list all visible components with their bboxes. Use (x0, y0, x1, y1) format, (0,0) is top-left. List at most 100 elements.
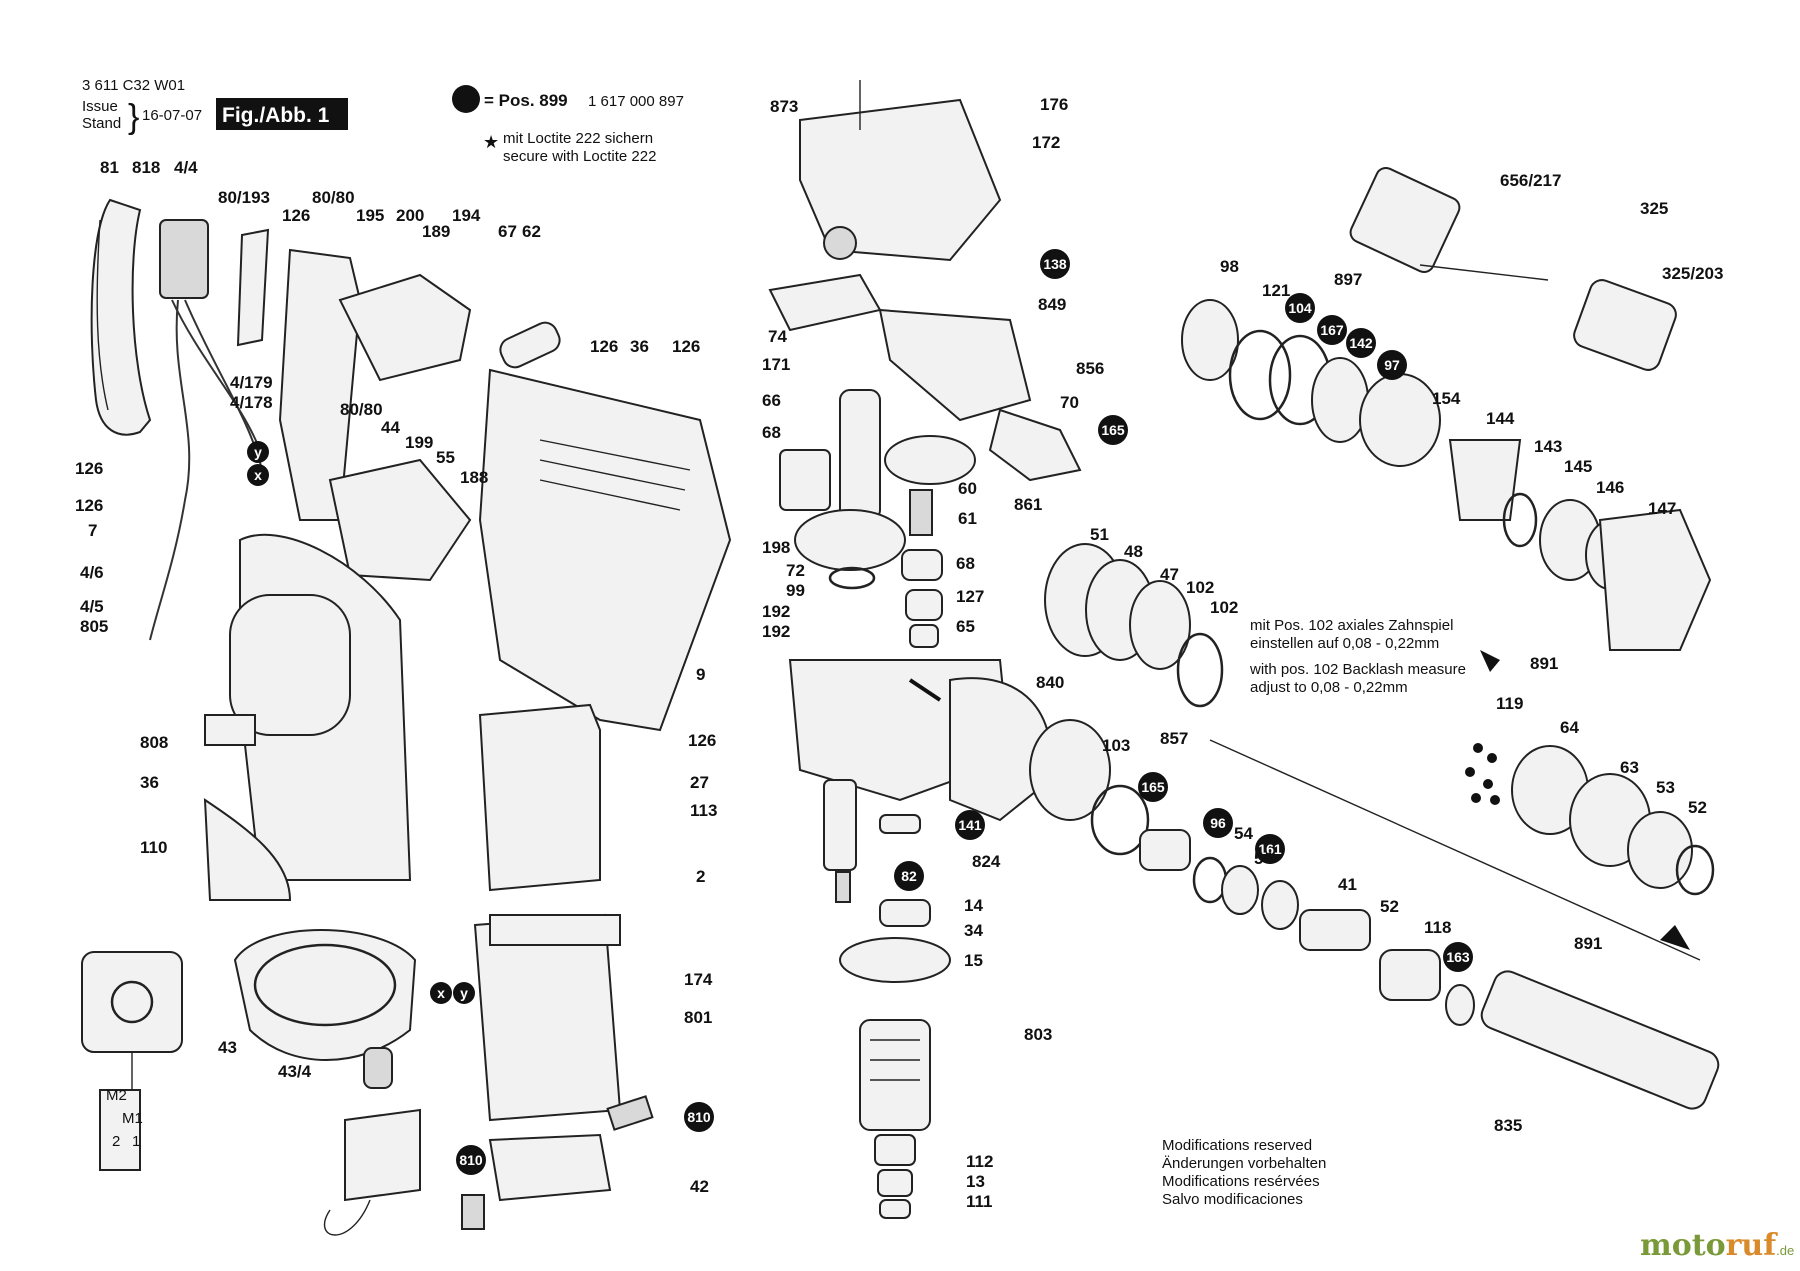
part-label-824-63: 824 (972, 852, 1001, 871)
svg-text:167: 167 (1320, 322, 1344, 338)
part-label-840-62: 840 (1036, 673, 1064, 692)
motor-housing-top (489, 914, 621, 946)
part-label-41-98: 41 (1338, 875, 1357, 894)
marker-x-top: x (247, 464, 269, 486)
lever-198 (779, 449, 831, 511)
part-label-126-29: 126 (688, 731, 716, 750)
part-label-171-46: 171 (762, 355, 790, 374)
marker-y-bottom: y (453, 982, 475, 1004)
part-label-110-32: 110 (140, 838, 167, 857)
part-label-897-76: 897 (1334, 270, 1362, 289)
part-label-176-42: 176 (1040, 95, 1068, 114)
part-label-189-9: 189 (422, 222, 450, 241)
part-label-805-27: 805 (80, 617, 108, 636)
xy-markers: y x x y (247, 441, 475, 1004)
middle-assembly (768, 80, 1082, 1219)
wiring-m1: M1 (122, 1110, 143, 1127)
svg-text:y: y (460, 985, 468, 1001)
issue-label: Issue (82, 98, 118, 115)
gear-cover-849 (878, 308, 1032, 422)
svg-text:163: 163 (1446, 949, 1470, 965)
part-label-65-61: 65 (956, 617, 975, 636)
wiring-schematic-frame (81, 951, 183, 1053)
part-label-192-59: 192 (762, 622, 790, 641)
part-label-54-96: 54 (1234, 824, 1253, 843)
piston-41 (1299, 909, 1371, 951)
svg-text:97: 97 (1384, 357, 1400, 373)
svg-text:810: 810 (687, 1109, 711, 1125)
arrow-891-left (1480, 650, 1500, 672)
part-label-68-48: 68 (762, 423, 781, 442)
watermark-part2: ruf (1726, 1228, 1779, 1263)
arrow-891-right (1660, 925, 1690, 950)
ring-98 (1181, 299, 1239, 381)
part-label-126-12: 126 (590, 337, 618, 356)
badge-141: 141 (955, 810, 985, 840)
part-label-121-75: 121 (1262, 281, 1290, 300)
part-label-80-193-3: 80/193 (218, 188, 270, 207)
part-label-13-69: 13 (966, 1172, 985, 1191)
svg-text:141: 141 (958, 817, 982, 833)
spring-144 (1448, 439, 1522, 521)
fan-baffle-43 (233, 929, 417, 1061)
wiring-m2: M2 (106, 1087, 127, 1104)
part-label-200-7: 200 (396, 206, 424, 225)
part-label-48-84: 48 (1124, 542, 1143, 561)
part-label-143-79: 143 (1534, 437, 1562, 456)
part-label-72-55: 72 (786, 561, 805, 580)
part-label-4-178-16: 4/178 (230, 393, 273, 412)
ring-121 (1228, 329, 1292, 421)
gear-72 (794, 509, 906, 571)
wiring-1: 1 (132, 1133, 140, 1150)
modifications-it: Salvo modificaciones (1162, 1191, 1303, 1208)
part-label-154-77: 154 (1432, 389, 1461, 408)
chuck-325 (1573, 279, 1677, 371)
shaft-66 (839, 389, 881, 521)
field-stator-2 (478, 703, 601, 892)
part-label-36-31: 36 (140, 773, 159, 792)
svg-text:82: 82 (901, 868, 917, 884)
striker-857 (1139, 829, 1191, 871)
part-label-325-72: 325 (1640, 199, 1668, 218)
svg-text:165: 165 (1141, 779, 1165, 795)
part-110 (203, 798, 292, 901)
part-label-849-44: 849 (1038, 295, 1066, 314)
watermark-suffix: .de (1776, 1243, 1794, 1258)
part-label-4-6-25: 4/6 (80, 563, 104, 582)
left-assembly: M2 M1 2 1 (81, 198, 732, 1236)
part-label-47-85: 47 (1160, 565, 1179, 584)
part-label-66-47: 66 (762, 391, 781, 410)
part-label-891-101: 891 (1574, 934, 1602, 953)
part-label-70-49: 70 (1060, 393, 1079, 412)
bush-43-4 (363, 1047, 393, 1089)
drawing-header: 3 611 C32 W01 Issue Stand } 16-07-07 Fig… (82, 77, 348, 136)
badge-810-a: 810 (684, 1102, 714, 1132)
part-label-803-67: 803 (1024, 1025, 1052, 1044)
armature-803 (859, 1019, 931, 1131)
part-label-199-19: 199 (405, 433, 433, 452)
svg-text:161: 161 (1258, 841, 1282, 857)
svg-text:165: 165 (1101, 422, 1125, 438)
carbon-brush-810-a (606, 1095, 654, 1131)
loctite-de: mit Loctite 222 sichern (503, 130, 653, 147)
issue-brace: } (128, 98, 139, 136)
guide-tube-824 (823, 779, 857, 871)
part-label-891-88: 891 (1530, 654, 1558, 673)
part-label-808-30: 808 (140, 733, 168, 752)
svg-text:104: 104 (1288, 300, 1312, 316)
ring-52 (1675, 844, 1715, 896)
badge-165-a: 165 (1098, 415, 1128, 445)
part-label-147-82: 147 (1648, 499, 1676, 518)
part-label-126-22: 126 (75, 459, 103, 478)
legend-pos: = Pos. 899 (484, 91, 568, 110)
main-housing-36 (478, 368, 732, 732)
wiring-switch-box (99, 1089, 141, 1171)
part-label-127-60: 127 (956, 587, 984, 606)
washer-53 (1627, 811, 1693, 889)
housing-arrow (908, 678, 942, 702)
backlash-en-1: with pos. 102 Backlash measure (1249, 661, 1466, 678)
figure-label: Fig./Abb. 1 (222, 104, 330, 127)
o-ring-96 (1192, 856, 1228, 904)
part-label-55-20: 55 (436, 448, 455, 467)
part-label-113-34: 113 (690, 801, 717, 820)
